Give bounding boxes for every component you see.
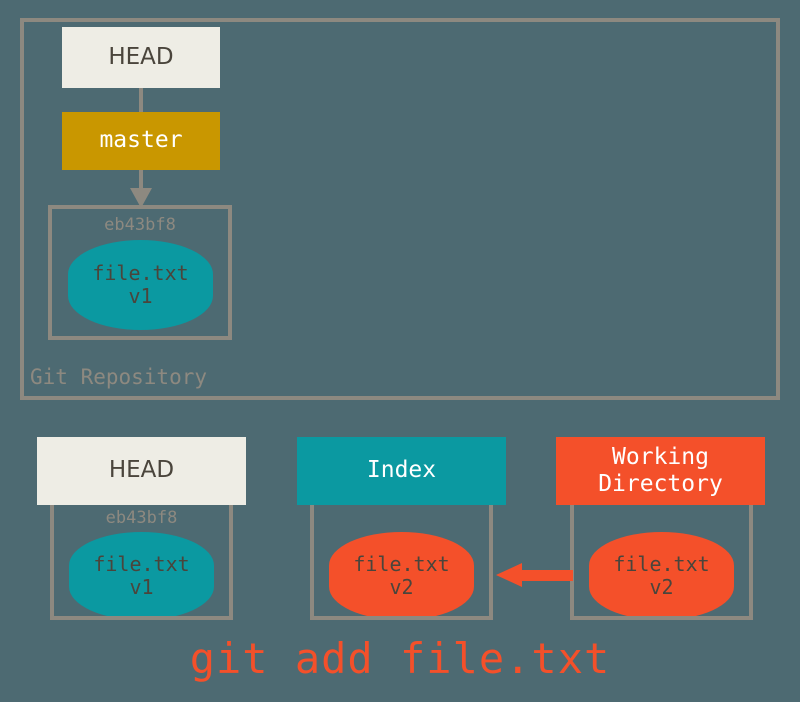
working-to-index-arrow-head [496, 563, 522, 587]
head-area-header: HEAD [37, 437, 246, 505]
master-to-commit-connector [139, 170, 143, 190]
index-area-header: Index [297, 437, 506, 505]
git-repository-label: Git Repository [30, 365, 208, 389]
working-directory-header: Working Directory [556, 437, 765, 505]
master-to-commit-arrowhead [130, 188, 152, 208]
repo-master-box: master [62, 112, 220, 170]
repo-commit-blob-filename: file.txt [92, 261, 189, 285]
working-directory-container [570, 470, 753, 620]
head-area-blob-version: v1 [129, 575, 154, 599]
working-directory-blob-filename: file.txt [613, 552, 710, 576]
working-directory-blob-version: v2 [649, 575, 674, 599]
index-area-container [310, 470, 493, 620]
git-repository-frame [20, 18, 780, 400]
repo-commit-blob-version: v1 [128, 284, 153, 308]
repo-commit-sha: eb43bf8 [104, 215, 176, 235]
head-area-blob-filename: file.txt [93, 552, 190, 576]
head-area-title: HEAD [108, 457, 175, 484]
repo-head-box: HEAD [62, 27, 220, 88]
git-command-caption: git add file.txt [189, 634, 611, 683]
head-area-sha: eb43bf8 [105, 508, 178, 528]
index-area-blob-filename: file.txt [353, 552, 450, 576]
working-to-index-arrow-shaft [520, 570, 573, 581]
working-directory-blob: file.txt v2 [589, 532, 734, 620]
index-area-blob: file.txt v2 [329, 532, 474, 620]
head-area-blob: file.txt v1 [69, 532, 214, 620]
head-to-master-connector [139, 88, 143, 112]
repo-master-label: master [99, 127, 183, 154]
working-directory-title-line2: Directory [598, 471, 723, 497]
repo-commit-blob: file.txt v1 [68, 240, 213, 330]
working-directory-title-line1: Working [612, 443, 709, 470]
head-area-container [50, 470, 233, 620]
index-area-blob-version: v2 [389, 575, 414, 599]
repo-commit-box: eb43bf8 [48, 205, 232, 340]
index-area-title: Index [366, 457, 437, 484]
repo-head-label: HEAD [108, 43, 174, 70]
